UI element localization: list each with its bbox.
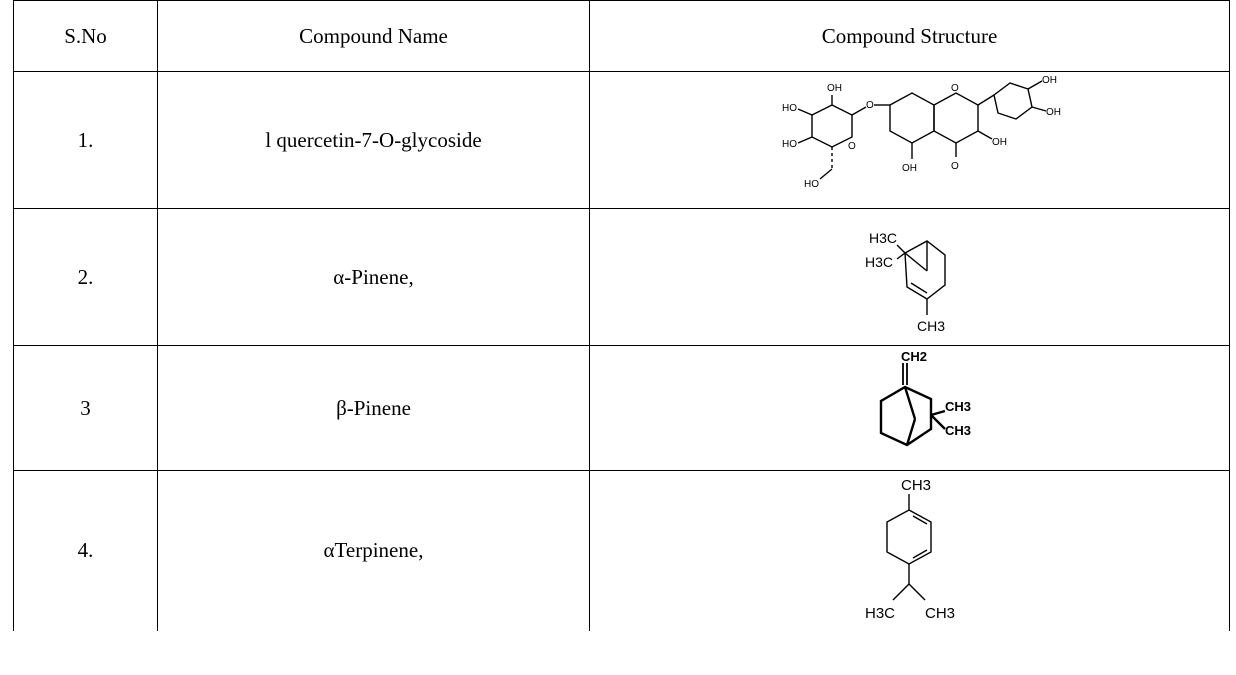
ch3-label: CH3 [917,318,945,334]
cell-compound-structure: CH2 CH3 CH3 [589,345,1230,471]
cell-sno: 3 [13,345,158,471]
oh-label: OH [902,163,917,174]
ch3-label: CH3 [945,399,971,414]
cell-compound-name: αTerpinene, [157,470,590,631]
o-label: O [866,100,874,111]
o-label: O [848,141,856,152]
ch3-label: CH3 [945,423,971,438]
table-row: 3 β-Pinene CH2 CH3 CH3 [13,345,1230,471]
oh-label: OH [1046,107,1061,118]
cell-compound-structure: OH HO HO O HO O OH O O OH [589,71,1230,209]
table-row: 2. α-Pinene, H3C H3C CH3 [13,208,1230,346]
ch3-label: CH3 [925,605,955,622]
compound-table: S.No Compound Name Compound Structure 1.… [13,0,1230,631]
ho-label: HO [782,139,797,150]
ch2-label: CH2 [901,349,927,364]
oh-label: OH [827,83,842,94]
header-compound-structure: Compound Structure [589,0,1230,72]
ch3-label: CH3 [901,477,931,494]
cell-compound-structure: H3C H3C CH3 [589,208,1230,346]
cell-sno: 2. [13,208,158,346]
oh-label: OH [1042,75,1057,86]
o-label: O [951,161,959,172]
alpha-pinene-structure: H3C H3C CH3 [865,230,946,334]
header-sno: S.No [13,0,158,72]
h3c-label: H3C [865,254,893,270]
ho-label: HO [782,103,797,114]
o-label: O [951,83,959,94]
header-compound-name: Compound Name [157,0,590,72]
oh-label: OH [992,137,1007,148]
cell-sno: 1. [13,71,158,209]
cell-compound-name: β-Pinene [157,345,590,471]
h3c-label: H3C [869,230,897,246]
ho-label: HO [804,179,819,190]
table-row: 1. l quercetin-7-O-glycoside OH HO HO O … [13,71,1230,209]
table-header-row: S.No Compound Name Compound Structure [13,0,1230,72]
beta-pinene-structure: CH2 CH3 CH3 [879,349,971,447]
cell-compound-structure: CH3 H3C CH3 [589,470,1230,631]
cell-sno: 4. [13,470,158,631]
quercetin-7-o-glycoside-structure: OH HO HO O HO O OH O O OH [782,75,1061,190]
h3c-label: H3C [865,605,895,622]
cell-compound-name: l quercetin-7-O-glycoside [157,71,590,209]
alpha-terpinene-structure: CH3 H3C CH3 [865,477,955,622]
cell-compound-name: α-Pinene, [157,208,590,346]
table-row: 4. αTerpinene, CH3 H3C CH3 [13,470,1230,631]
